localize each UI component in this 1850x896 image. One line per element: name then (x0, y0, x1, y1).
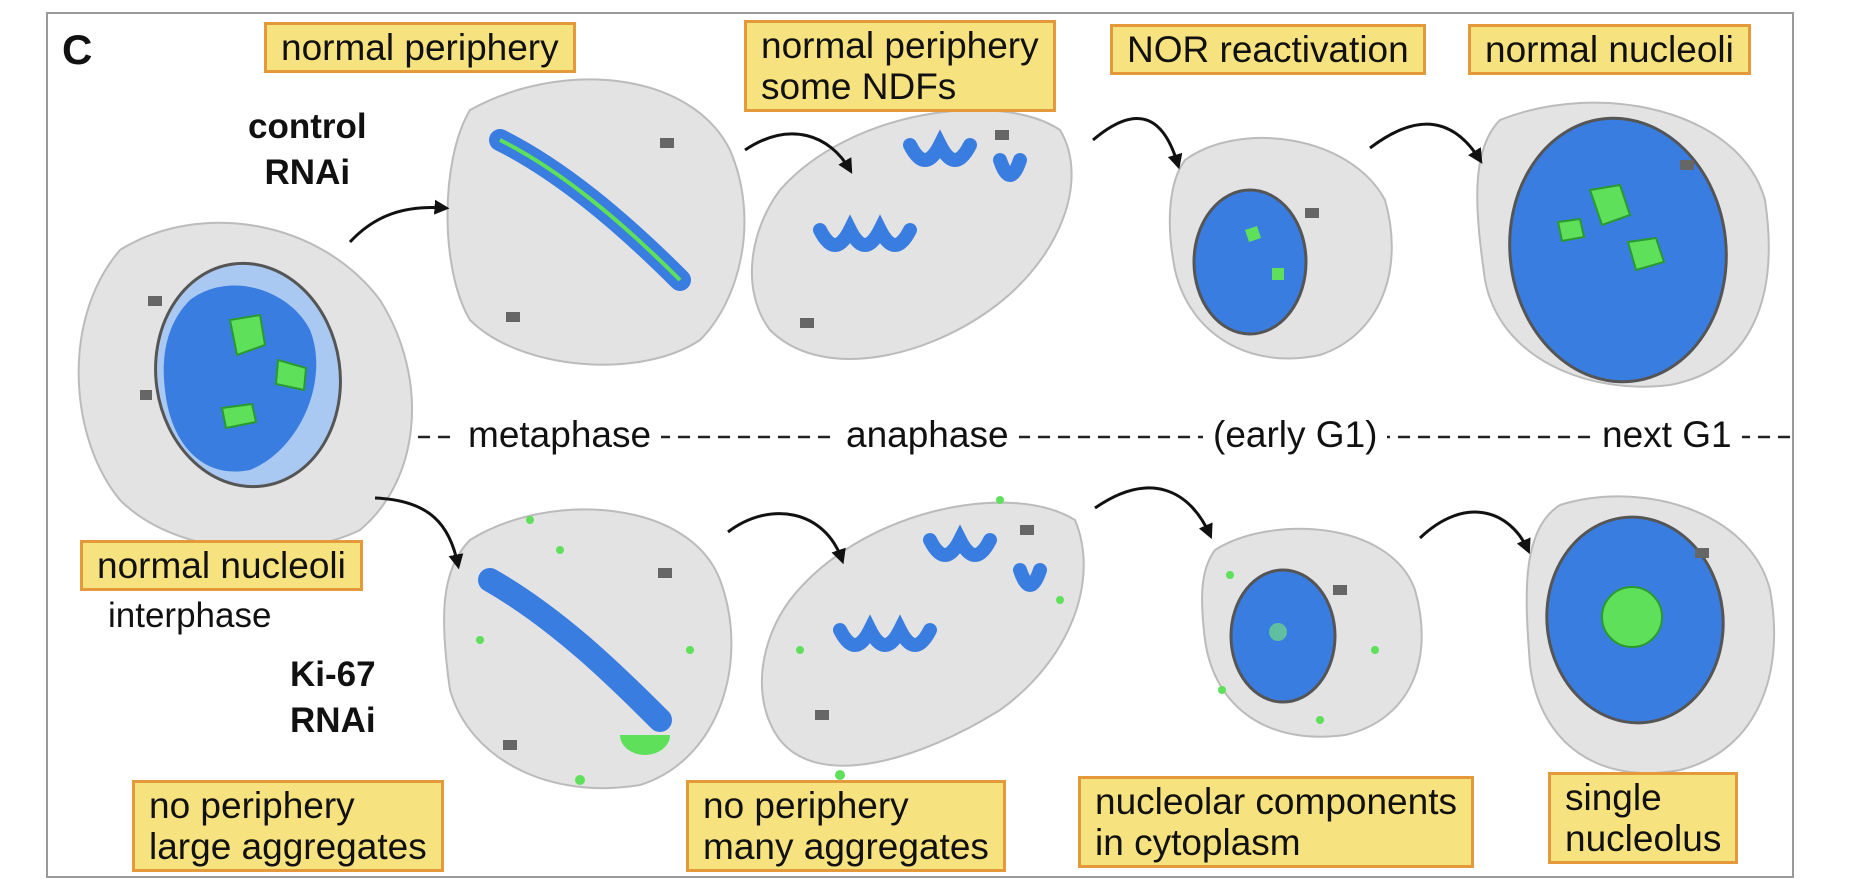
arrow-control-meta-to-ana (744, 132, 853, 174)
interphase-cell (77, 221, 413, 551)
interphase-stage-label: interphase (108, 596, 272, 635)
arrow-ki67-meta-to-ana (727, 512, 846, 565)
arrow-ki67-ana-to-earlyg1 (1094, 486, 1213, 540)
stage-metaphase: metaphase (458, 412, 662, 458)
control-next-g1-cell (1476, 101, 1770, 388)
arrow-to-control-metaphase (348, 199, 450, 244)
control-metaphase-label: normal periphery (264, 22, 576, 73)
figure-frame (46, 12, 1794, 878)
arrow-control-ana-to-earlyg1 (1092, 117, 1183, 170)
ki67-anaphase-label: no periphery many aggregates (686, 780, 1006, 872)
ki67-metaphase-label: no periphery large aggregates (132, 780, 444, 872)
control-next-g1-label: normal nucleoli (1468, 24, 1751, 75)
stage-early-g1: (early G1) (1203, 412, 1388, 458)
control-rnai-label: control RNAi (248, 107, 367, 192)
ki67-anaphase-cell (760, 496, 1085, 780)
ki67-next-g1-label: single nucleolus (1548, 772, 1739, 864)
panel-letter: C (62, 26, 93, 73)
stage-next-g1: next G1 (1592, 412, 1742, 458)
stage-anaphase: anaphase (836, 412, 1019, 458)
ki67-next-g1-cell (1525, 495, 1776, 775)
ki67-early-g1-cell (1201, 527, 1423, 738)
control-early-g1-cell (1168, 136, 1393, 360)
ki67-metaphase-cell (443, 508, 733, 790)
control-metaphase-cell (446, 78, 746, 366)
interphase-nucleoli-label: normal nucleoli (80, 540, 363, 591)
control-early-g1-label: NOR reactivation (1110, 24, 1426, 75)
arrow-to-ki67-metaphase (374, 496, 464, 570)
ki67-rnai-label: Ki-67 RNAi (290, 655, 376, 740)
arrow-control-earlyg1-to-nextg1 (1369, 122, 1483, 164)
control-anaphase-label: normal periphery some NDFs (744, 20, 1056, 112)
arrow-ki67-earlyg1-to-nextg1 (1418, 510, 1531, 555)
ki67-early-g1-label: nucleolar components in cytoplasm (1078, 776, 1474, 868)
control-anaphase-cell (750, 109, 1073, 360)
